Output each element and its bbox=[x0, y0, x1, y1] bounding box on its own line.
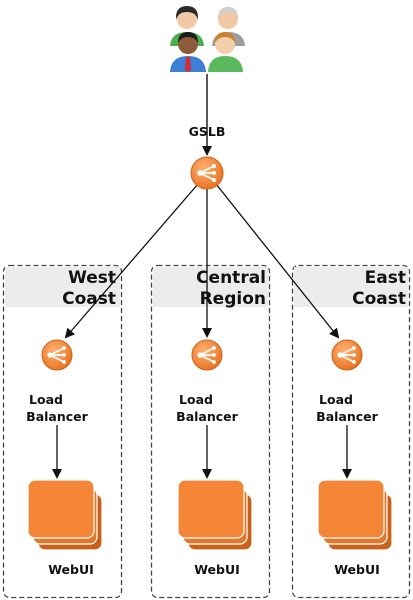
server-stack-icon bbox=[317, 479, 393, 551]
lb-label-line1: Load bbox=[179, 392, 213, 407]
load-balancer-icon bbox=[331, 339, 363, 371]
load-balancer-icon bbox=[41, 339, 73, 371]
lb-label-line2: Balancer bbox=[316, 409, 378, 424]
server-stack-icon bbox=[27, 479, 103, 551]
region-title-line1: East bbox=[365, 268, 406, 288]
gslb-to-east-arrow bbox=[215, 183, 340, 339]
lb-label-line2: Balancer bbox=[176, 409, 238, 424]
lb-label-line2: Balancer bbox=[26, 409, 88, 424]
gslb-load-balancer-icon bbox=[190, 156, 224, 190]
server-stack-icon bbox=[177, 479, 253, 551]
region-title-line1: Central bbox=[196, 268, 266, 288]
region-title-line2: Region bbox=[200, 289, 266, 309]
lb-label-line1: Load bbox=[29, 392, 63, 407]
region-title-line1: West bbox=[68, 268, 116, 288]
webui-label: WebUI bbox=[334, 562, 380, 577]
region-title-line2: Coast bbox=[352, 289, 406, 309]
webui-label: WebUI bbox=[48, 562, 94, 577]
gslb-label: GSLB bbox=[189, 124, 226, 139]
region-title-line2: Coast bbox=[62, 289, 116, 309]
users-group-icon bbox=[170, 6, 245, 72]
lb-label-line1: Load bbox=[319, 392, 353, 407]
load-balancer-icon bbox=[191, 339, 223, 371]
webui-label: WebUI bbox=[194, 562, 240, 577]
gslb-to-west-arrow bbox=[64, 183, 199, 339]
